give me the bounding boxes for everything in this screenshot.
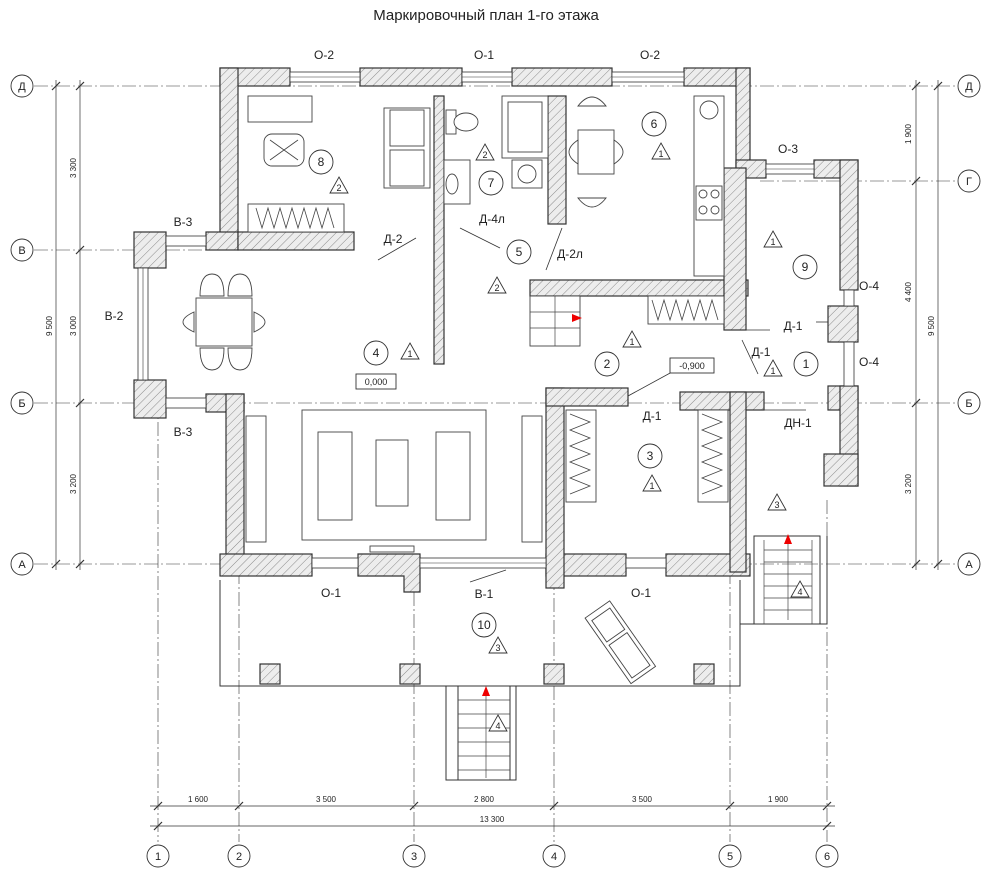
windows — [137, 71, 855, 569]
dimension-text: 2 800 — [474, 795, 495, 804]
room-number: 8 — [318, 155, 325, 169]
marker-number: 4 — [797, 587, 802, 597]
marker-number: 3 — [774, 500, 779, 510]
marker-number: 1 — [770, 366, 775, 376]
door-label: Д-1 — [784, 319, 803, 333]
window-label: О-4 — [859, 355, 879, 369]
window-label: О-3 — [778, 142, 798, 156]
door-labels: Д-2 Д-4л Д-2л Д-1 Д-1 Д-1 ДН-1 В-1 — [384, 212, 812, 601]
level-mark: -0,900 — [679, 361, 705, 371]
walls — [133, 67, 859, 593]
axis-letters-left: Д В Б А — [10, 74, 34, 576]
dimension-text: 3 200 — [69, 473, 78, 494]
dimension-text: 3 300 — [69, 157, 78, 178]
window-label: О-1 — [631, 586, 651, 600]
axis-label: Д — [18, 81, 26, 93]
dimensions-right: 1 900 4 400 3 200 9 500 — [904, 80, 943, 570]
room-number: 4 — [373, 346, 380, 360]
armchair-icon — [263, 133, 305, 167]
furniture — [182, 95, 729, 685]
side-stairs — [763, 534, 813, 624]
window-labels: О-2 О-1 О-2 О-3 О-4 О-4 В-3 В-2 В-3 О-1 … — [105, 48, 880, 600]
marker-number: 1 — [658, 149, 663, 159]
room-number: 9 — [802, 260, 809, 274]
dimension-text: 1 600 — [188, 795, 209, 804]
doors — [377, 227, 828, 583]
axis-label: 5 — [727, 851, 733, 863]
room-number: 3 — [647, 449, 654, 463]
door-label: Д-1 — [752, 345, 771, 359]
window-label: В-2 — [105, 309, 124, 323]
room-numbers: 1 2 3 4 5 6 7 8 9 10 — [308, 111, 819, 638]
marker-number: 2 — [494, 283, 499, 293]
room-number: 6 — [651, 117, 658, 131]
axis-label: 2 — [236, 851, 242, 863]
window-label: В-3 — [174, 425, 193, 439]
level-marks: 0,000 -0,900 — [355, 357, 715, 390]
door-label: Д-2 — [384, 232, 403, 246]
window-label: О-1 — [321, 586, 341, 600]
door-label: В-1 — [475, 587, 494, 601]
dimension-total: 9 500 — [927, 315, 936, 336]
door-label: Д-2л — [557, 247, 583, 261]
axis-letters-right: Д Г Б А — [957, 74, 981, 576]
axis-label: Г — [966, 176, 972, 188]
axis-label: Б — [965, 398, 972, 410]
door-label: Д-1 — [643, 409, 662, 423]
room-number: 1 — [803, 357, 810, 371]
room-number: 10 — [477, 618, 491, 632]
window-label: О-4 — [859, 279, 879, 293]
marker-number: 1 — [770, 237, 775, 247]
dimension-text: 3 500 — [632, 795, 653, 804]
dimension-total: 13 300 — [480, 815, 505, 824]
marker-number: 3 — [495, 643, 500, 653]
marker-number: 1 — [407, 349, 412, 359]
window-label: О-2 — [314, 48, 334, 62]
entrance-stairs — [445, 685, 517, 781]
dimension-text: 4 400 — [904, 281, 913, 302]
axis-label: 3 — [411, 851, 417, 863]
level-mark: 0,000 — [365, 377, 388, 387]
page-title: Маркировочный план 1-го этажа — [373, 7, 599, 24]
axis-label: 6 — [824, 851, 830, 863]
dimension-text: 1 900 — [768, 795, 789, 804]
triangle-markers: 1 1 1 1 1 1 2 2 2 3 3 4 4 — [329, 142, 810, 732]
room-number: 2 — [604, 357, 611, 371]
window-label: В-3 — [174, 215, 193, 229]
marker-number: 1 — [629, 337, 634, 347]
axis-label: А — [965, 559, 973, 571]
axis-label: А — [18, 559, 26, 571]
dimension-total: 9 500 — [45, 315, 54, 336]
axis-label: 4 — [551, 851, 557, 863]
marker-number: 1 — [649, 481, 654, 491]
axis-label: 1 — [155, 851, 161, 863]
dimension-text: 3 000 — [69, 315, 78, 336]
dimensions-left: 3 300 3 000 3 200 9 500 — [45, 80, 85, 570]
marker-number: 2 — [482, 150, 487, 160]
marker-number: 2 — [336, 183, 341, 193]
dimension-text: 3 500 — [316, 795, 337, 804]
axis-label: Б — [18, 398, 25, 410]
axis-label: Д — [965, 81, 973, 93]
window-label: О-1 — [474, 48, 494, 62]
dimensions-bottom: 1 600 3 500 2 800 3 500 1 900 13 300 — [150, 795, 835, 831]
dimension-text: 3 200 — [904, 473, 913, 494]
axis-label: В — [18, 245, 25, 257]
dimension-text: 1 900 — [904, 123, 913, 144]
room-number: 5 — [516, 245, 523, 259]
door-label: ДН-1 — [784, 416, 812, 430]
axis-numbers-bottom: 1 2 3 4 5 6 — [146, 844, 839, 868]
door-label: Д-4л — [479, 212, 505, 226]
window-label: О-2 — [640, 48, 660, 62]
room-number: 7 — [488, 176, 495, 190]
marker-number: 4 — [495, 721, 500, 731]
